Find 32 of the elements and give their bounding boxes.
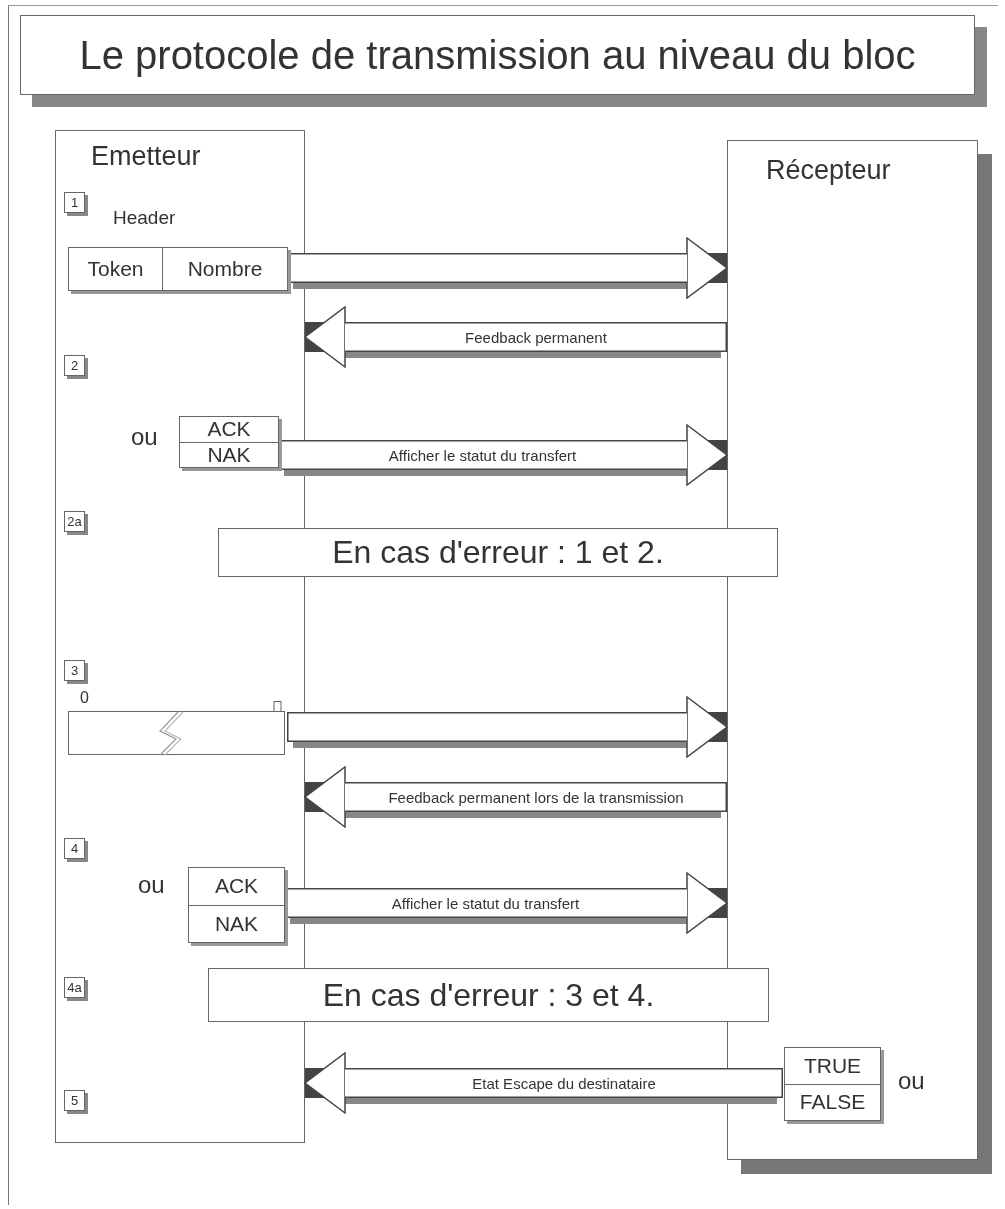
table-cell: NAK [189, 904, 284, 942]
step-number: 1 [64, 192, 85, 213]
step-number: 4a [64, 977, 85, 998]
block-arrow [287, 696, 728, 758]
field-heading: Header [113, 207, 176, 229]
table-cell: FALSE [785, 1083, 880, 1120]
table-cell-text: TRUE [802, 1052, 863, 1079]
swimlane-panel [55, 130, 305, 1143]
alternative-note: ou [898, 1067, 925, 1095]
step-number: 2 [64, 355, 85, 376]
table-cell-text: Token [86, 256, 145, 282]
table-cell-text: ACK [213, 873, 260, 900]
alternative-note: ou [138, 871, 165, 899]
error-note-box: En cas d'erreur : 3 et 4. [208, 968, 769, 1022]
block-arrow [304, 306, 727, 368]
option-table [188, 867, 285, 943]
table-cell: NAK [180, 441, 278, 467]
table-cell-text: ACK [206, 417, 252, 442]
table-cell: Nombre [162, 248, 287, 290]
step-number: 3 [64, 660, 85, 681]
alternative-note: ou [131, 423, 158, 451]
option-table [179, 416, 279, 468]
step-number: 2a [64, 511, 85, 532]
lane-heading: Emetteur [91, 141, 201, 172]
block-arrow [304, 1052, 783, 1114]
block-arrow [304, 766, 727, 828]
step-number: 4 [64, 838, 85, 859]
error-note-box: En cas d'erreur : 1 et 2. [218, 528, 778, 577]
option-table [784, 1047, 881, 1121]
step-number: 5 [64, 1090, 85, 1111]
offset-label: 0 [80, 689, 89, 707]
lane-heading: Récepteur [766, 155, 891, 186]
